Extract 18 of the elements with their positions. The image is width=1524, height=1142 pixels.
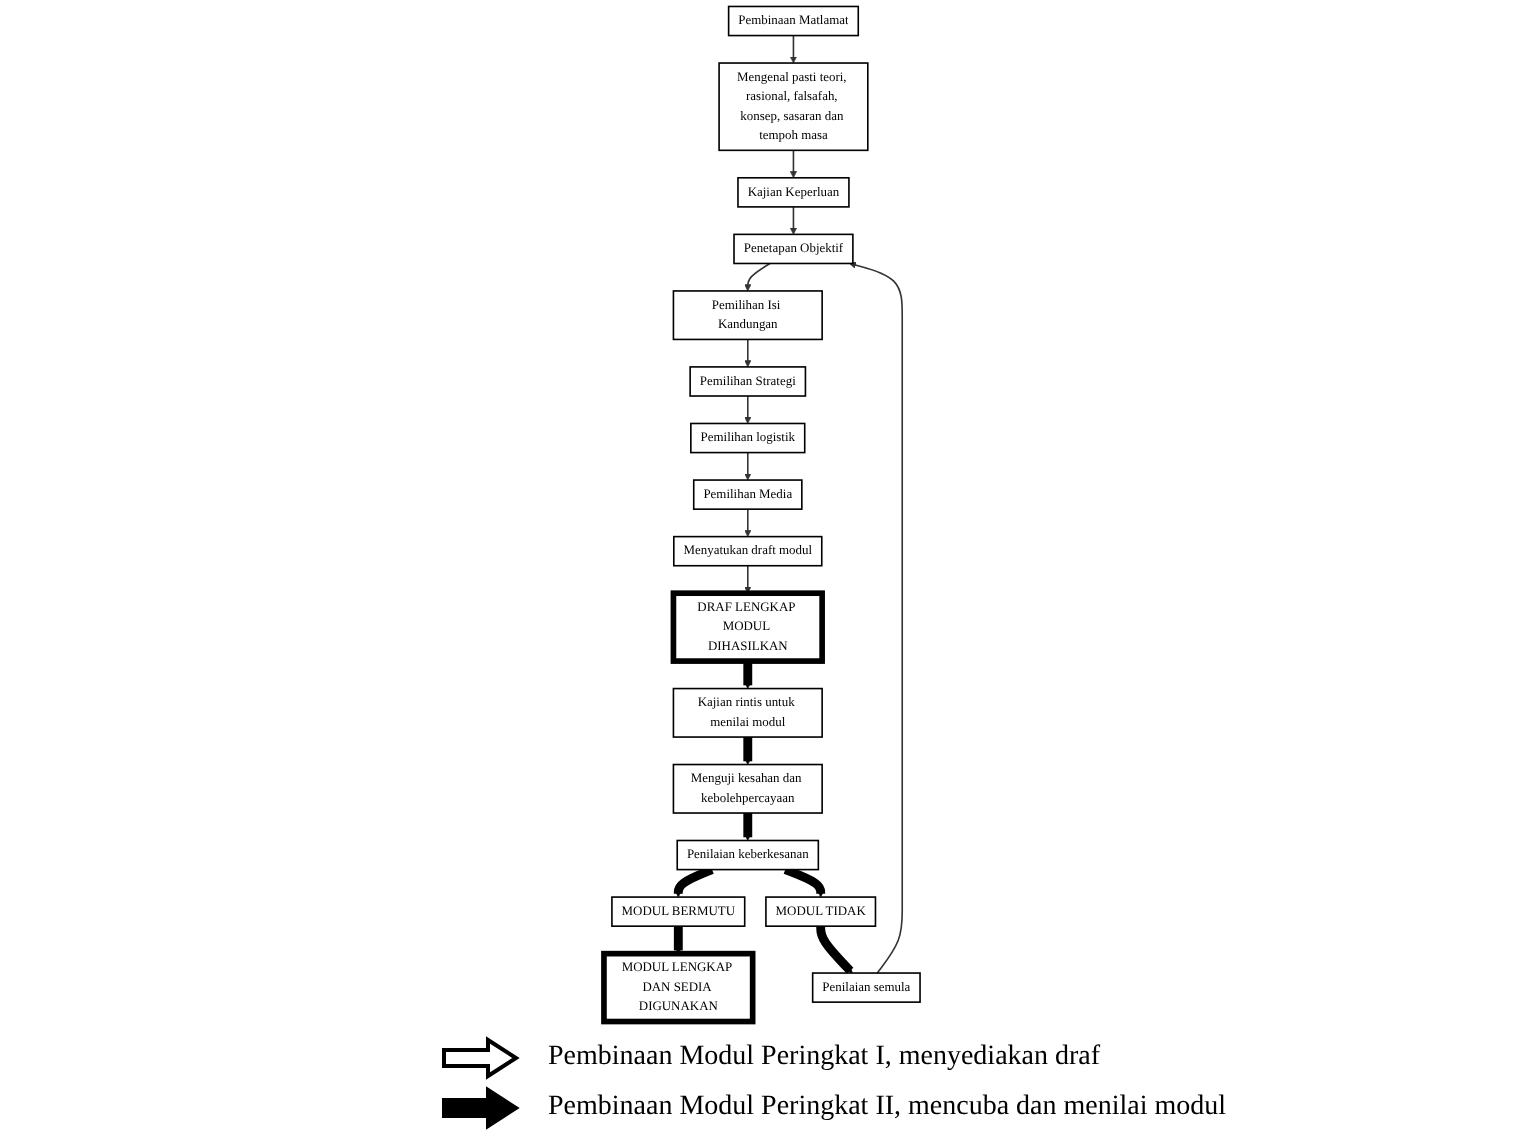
legend-text: Pembinaan Modul Peringkat I, menyediakan draf xyxy=(548,1042,1101,1074)
arrow xyxy=(744,508,752,537)
arrow xyxy=(744,338,752,368)
arrow xyxy=(743,734,753,765)
arrow xyxy=(743,810,753,841)
legend-text: Pembinaan Modul Peringkat II, mencuba dan menilai modul xyxy=(548,1092,1227,1124)
arrow xyxy=(849,261,904,974)
arrow xyxy=(744,395,752,424)
arrow xyxy=(673,924,683,954)
arrow xyxy=(789,149,797,179)
arrow xyxy=(783,865,826,898)
arrow xyxy=(816,924,854,974)
arrow xyxy=(744,564,752,594)
arrow xyxy=(673,865,714,898)
arrow xyxy=(744,451,752,481)
arrow xyxy=(744,262,771,292)
arrow xyxy=(789,34,797,64)
arrow xyxy=(789,206,797,235)
